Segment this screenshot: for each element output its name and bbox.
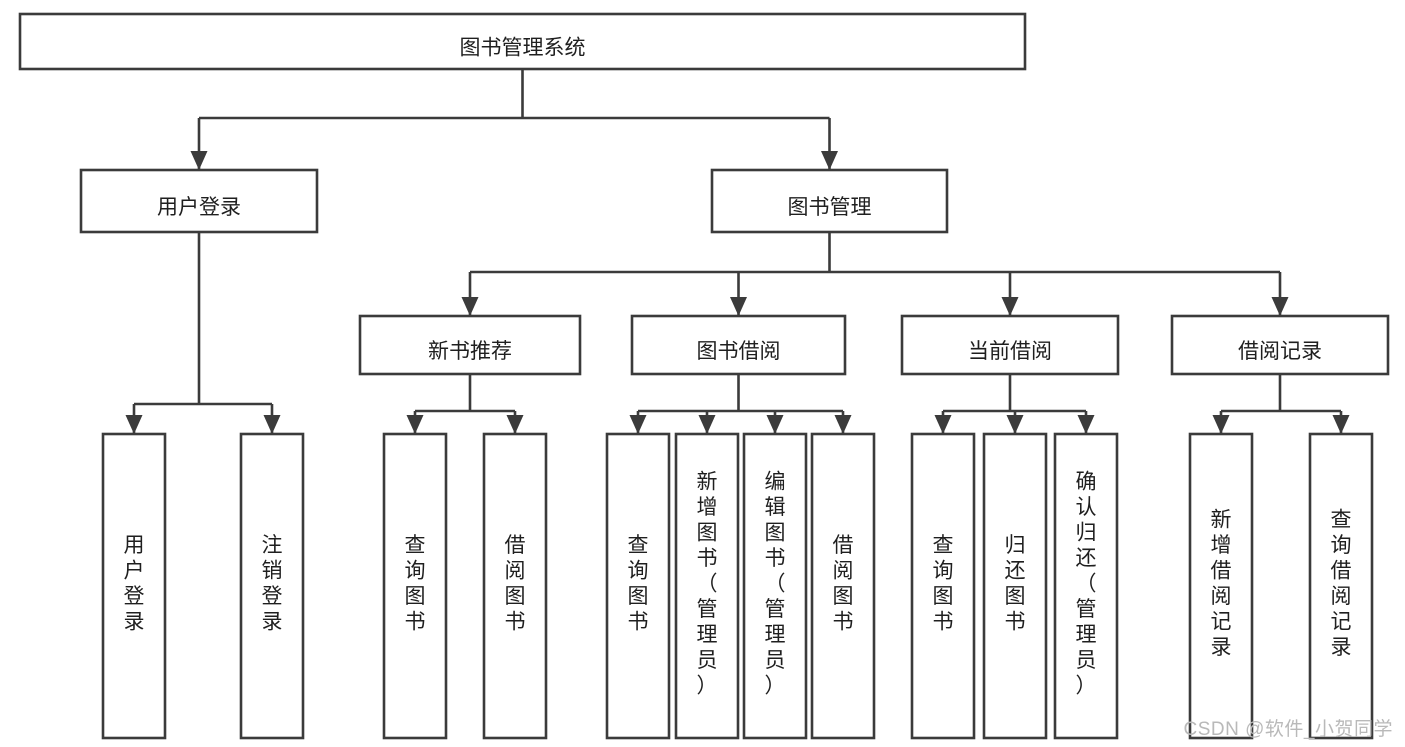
node-label-root: 图书管理系统 bbox=[460, 37, 586, 60]
node-box-n12[interactable] bbox=[1188, 432, 1254, 740]
node-box-n7[interactable] bbox=[742, 432, 808, 740]
arrowhead-icon bbox=[698, 415, 716, 434]
node-label-n3: 查询图书 bbox=[405, 534, 426, 634]
node-box-l2b[interactable] bbox=[630, 314, 847, 376]
node-label-n8: 借阅图书 bbox=[833, 534, 854, 634]
node-label-n11: 确认归还（管理员） bbox=[1076, 470, 1097, 697]
node-box-n13[interactable] bbox=[1308, 432, 1374, 740]
arrowhead-icon bbox=[821, 151, 838, 170]
arrowhead-icon bbox=[1077, 415, 1095, 434]
arrowhead-icon bbox=[506, 415, 524, 434]
node-box-n6[interactable] bbox=[674, 432, 740, 740]
node-box-n4[interactable] bbox=[482, 432, 548, 740]
node-box-l1a[interactable] bbox=[79, 168, 319, 234]
node-label-n4: 借阅图书 bbox=[505, 534, 526, 634]
node-box-n2[interactable] bbox=[239, 432, 305, 740]
arrowhead-icon bbox=[125, 415, 143, 434]
node-label-n5: 查询图书 bbox=[628, 534, 649, 634]
node-label-l2b: 图书借阅 bbox=[697, 340, 781, 363]
node-box-l2c[interactable] bbox=[900, 314, 1120, 376]
node-label-l2d: 借阅记录 bbox=[1238, 340, 1322, 363]
node-label-n7: 编辑图书（管理员） bbox=[765, 470, 786, 697]
arrowhead-icon bbox=[934, 415, 952, 434]
node-box-n1[interactable] bbox=[101, 432, 167, 740]
arrowhead-icon bbox=[1271, 297, 1289, 316]
node-label-n1: 用户登录 bbox=[124, 534, 145, 634]
node-box-n3[interactable] bbox=[382, 432, 448, 740]
node-label-n13: 查询借阅记录 bbox=[1331, 509, 1352, 660]
node-label-n9: 查询图书 bbox=[933, 534, 954, 634]
node-label-l2c: 当前借阅 bbox=[968, 340, 1052, 363]
arrowhead-icon bbox=[1001, 297, 1019, 316]
node-box-n9[interactable] bbox=[910, 432, 976, 740]
node-label-l2a: 新书推荐 bbox=[428, 340, 512, 363]
node-label-l1a: 用户登录 bbox=[157, 196, 241, 219]
node-box-n10[interactable] bbox=[982, 432, 1048, 740]
node-box-n11[interactable] bbox=[1053, 432, 1119, 740]
arrowhead-icon bbox=[406, 415, 424, 434]
node-label-l1b: 图书管理 bbox=[788, 196, 872, 219]
arrowhead-icon bbox=[629, 415, 647, 434]
node-box-n5[interactable] bbox=[605, 432, 671, 740]
node-box-n8[interactable] bbox=[810, 432, 876, 740]
node-label-n6: 新增图书（管理员） bbox=[697, 470, 718, 697]
arrowhead-icon bbox=[766, 415, 784, 434]
arrowhead-icon bbox=[1006, 415, 1024, 434]
arrowhead-icon bbox=[263, 415, 281, 434]
node-box-l2a[interactable] bbox=[358, 314, 582, 376]
arrowhead-icon bbox=[834, 415, 852, 434]
arrowhead-icon bbox=[461, 297, 479, 316]
arrowhead-icon bbox=[190, 151, 208, 170]
node-box-root[interactable] bbox=[18, 12, 1027, 71]
arrowhead-icon bbox=[730, 297, 747, 316]
arrowhead-icon bbox=[1332, 415, 1350, 434]
node-box-l1b[interactable] bbox=[710, 168, 949, 234]
arrowhead-icon bbox=[1212, 415, 1230, 434]
node-label-n10: 归还图书 bbox=[1005, 534, 1026, 634]
node-label-n12: 新增借阅记录 bbox=[1211, 509, 1232, 660]
node-label-n2: 注销登录 bbox=[262, 534, 283, 634]
node-box-l2d[interactable] bbox=[1170, 314, 1390, 376]
